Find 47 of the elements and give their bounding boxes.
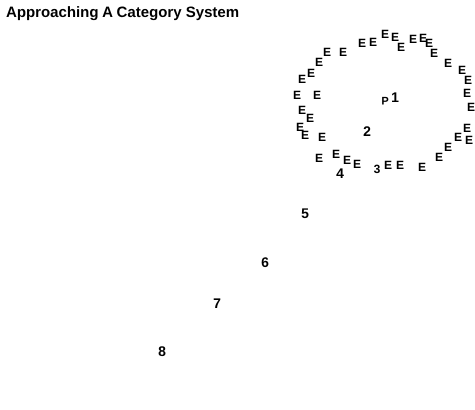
letter-mark: E — [409, 33, 417, 45]
letter-mark: E — [381, 28, 389, 40]
letter-mark: E — [384, 159, 392, 171]
letter-mark: E — [397, 41, 405, 53]
letter-mark: E — [430, 47, 438, 59]
letter-mark: E — [444, 141, 452, 153]
letter-mark: E — [369, 36, 377, 48]
letter-mark: E — [315, 152, 323, 164]
number-label: 6 — [261, 255, 269, 269]
letter-mark: E — [358, 37, 366, 49]
letter-mark: E — [419, 32, 427, 44]
letter-mark: E — [298, 73, 306, 85]
letter-mark: E — [332, 148, 340, 160]
letter-mark: E — [343, 154, 351, 166]
letter-mark: E — [301, 129, 309, 141]
diagram-title: Approaching A Category System — [6, 4, 240, 21]
letter-mark: E — [463, 87, 471, 99]
letter-mark: E — [465, 134, 473, 146]
letter-mark: P — [381, 96, 389, 108]
letter-mark: E — [454, 131, 462, 143]
letter-mark: E — [353, 158, 361, 170]
letter-mark: E — [418, 161, 426, 173]
letter-mark: E — [467, 101, 475, 113]
number-label: 4 — [336, 166, 344, 180]
letter-mark: E — [464, 74, 472, 86]
letter-mark: E — [323, 46, 331, 58]
letter-mark: E — [425, 37, 433, 49]
letter-mark: E — [306, 112, 314, 124]
letter-mark: E — [339, 46, 347, 58]
letter-mark: E — [463, 122, 471, 134]
letter-mark: E — [313, 89, 321, 101]
letter-mark: E — [315, 56, 323, 68]
letter-mark: E — [391, 31, 399, 43]
number-label: 7 — [213, 296, 221, 310]
letter-mark: E — [307, 67, 315, 79]
number-label: 2 — [363, 124, 371, 138]
number-label: 1 — [391, 90, 399, 104]
number-label: 8 — [158, 344, 166, 358]
letter-mark: 3 — [374, 163, 380, 175]
letter-mark: E — [458, 64, 466, 76]
letter-mark: E — [396, 159, 404, 171]
number-label: 5 — [301, 206, 309, 220]
letter-mark: E — [444, 57, 452, 69]
letter-mark: E — [293, 89, 301, 101]
letter-mark: E — [435, 151, 443, 163]
letter-mark: E — [318, 131, 326, 143]
letter-mark: E — [298, 104, 306, 116]
